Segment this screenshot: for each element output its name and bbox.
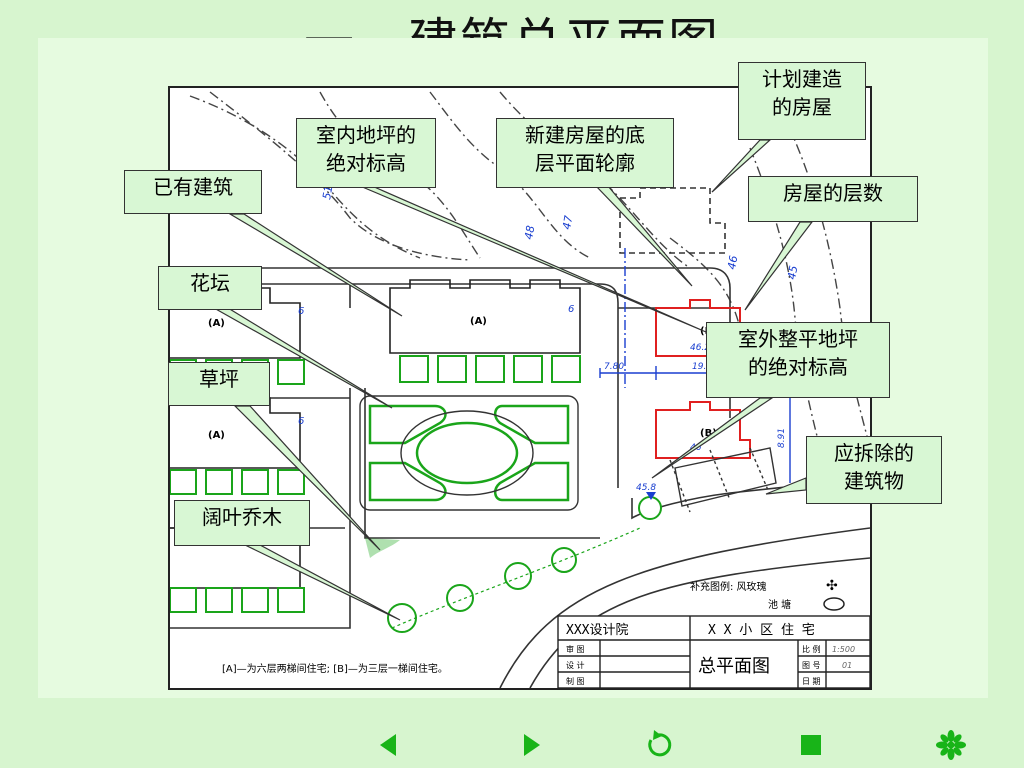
title-block-number: 01	[842, 661, 852, 670]
indoor-elevation: 46.2	[690, 343, 710, 353]
dimension-label: 7.80	[604, 362, 624, 372]
contour-label: 48	[522, 224, 537, 240]
floor-count: 6	[298, 306, 304, 317]
callout-existing-building: 已有建筑	[124, 170, 262, 214]
dimension-label: 19.4	[692, 362, 712, 372]
title-block-row: 制 图	[566, 676, 585, 686]
title-block-row: 日 期	[802, 677, 821, 686]
title-block-row: 比 例	[802, 644, 821, 654]
stop-icon[interactable]	[794, 728, 828, 762]
pond-icon	[823, 597, 845, 611]
title-block-project: X X 小 区 住 宅	[708, 623, 815, 638]
title-block	[557, 615, 870, 688]
title-block-drawing: 总平面图	[698, 656, 770, 677]
building-legend: [A]—为六层两梯间住宅; [B]—为三层一梯间住宅。	[222, 662, 448, 675]
title-block-row: 图 号	[802, 661, 821, 670]
supplement-legend: 补充图例: 风玫瑰	[690, 580, 767, 593]
callout-lawn: 草坪	[168, 362, 270, 406]
tree-row-path	[391, 527, 641, 629]
flower-beds	[368, 404, 570, 502]
trees	[387, 496, 662, 633]
prev-icon[interactable]	[372, 728, 406, 762]
lawn-area	[365, 538, 400, 558]
floor-count: 6	[298, 416, 304, 427]
building-label-b: (B)	[700, 428, 717, 439]
title-block-row: 设 计	[566, 660, 585, 670]
wind-rose-icon: ✣	[826, 578, 838, 594]
building-label-a: (A)	[208, 430, 225, 441]
building-label-a: (A)	[470, 316, 487, 327]
floor-count: 6	[568, 304, 574, 315]
contour-label: 51	[320, 184, 335, 200]
title-block-institute: XXX设计院	[566, 623, 628, 638]
callout-new-outline: 新建房屋的底 层平面轮廓	[496, 118, 674, 188]
title-block-row: 审 图	[566, 644, 585, 654]
dimension-label: 8.91	[777, 428, 787, 448]
callout-planned-building: 计划建造 的房屋	[738, 62, 866, 140]
elevation-marker	[646, 492, 656, 500]
contour-label: 47	[560, 214, 575, 230]
callout-outdoor-elevation: 室外整平地坪 的绝对标高	[706, 322, 890, 398]
building-label-a: (A)	[208, 318, 225, 329]
callout-indoor-elevation: 室内地坪的 绝对标高	[296, 118, 436, 188]
outdoor-elevation: 45.8	[636, 483, 656, 493]
callout-trees: 阔叶乔木	[174, 500, 310, 546]
contour-label: 45	[785, 264, 800, 280]
callout-floor-count: 房屋的层数	[748, 176, 918, 222]
next-icon[interactable]	[514, 728, 548, 762]
menu-flower-icon[interactable]	[934, 728, 968, 762]
callout-demolish: 应拆除的 建筑物	[806, 436, 942, 504]
contour-label: 46	[725, 254, 740, 270]
planned-building	[619, 187, 726, 254]
callout-flowerbed: 花坛	[158, 266, 262, 310]
indoor-elevation: 46	[690, 443, 702, 453]
refresh-icon[interactable]	[642, 728, 676, 762]
supplement-legend: 池 塘	[768, 598, 791, 611]
title-block-scale: 1:500	[832, 645, 855, 654]
